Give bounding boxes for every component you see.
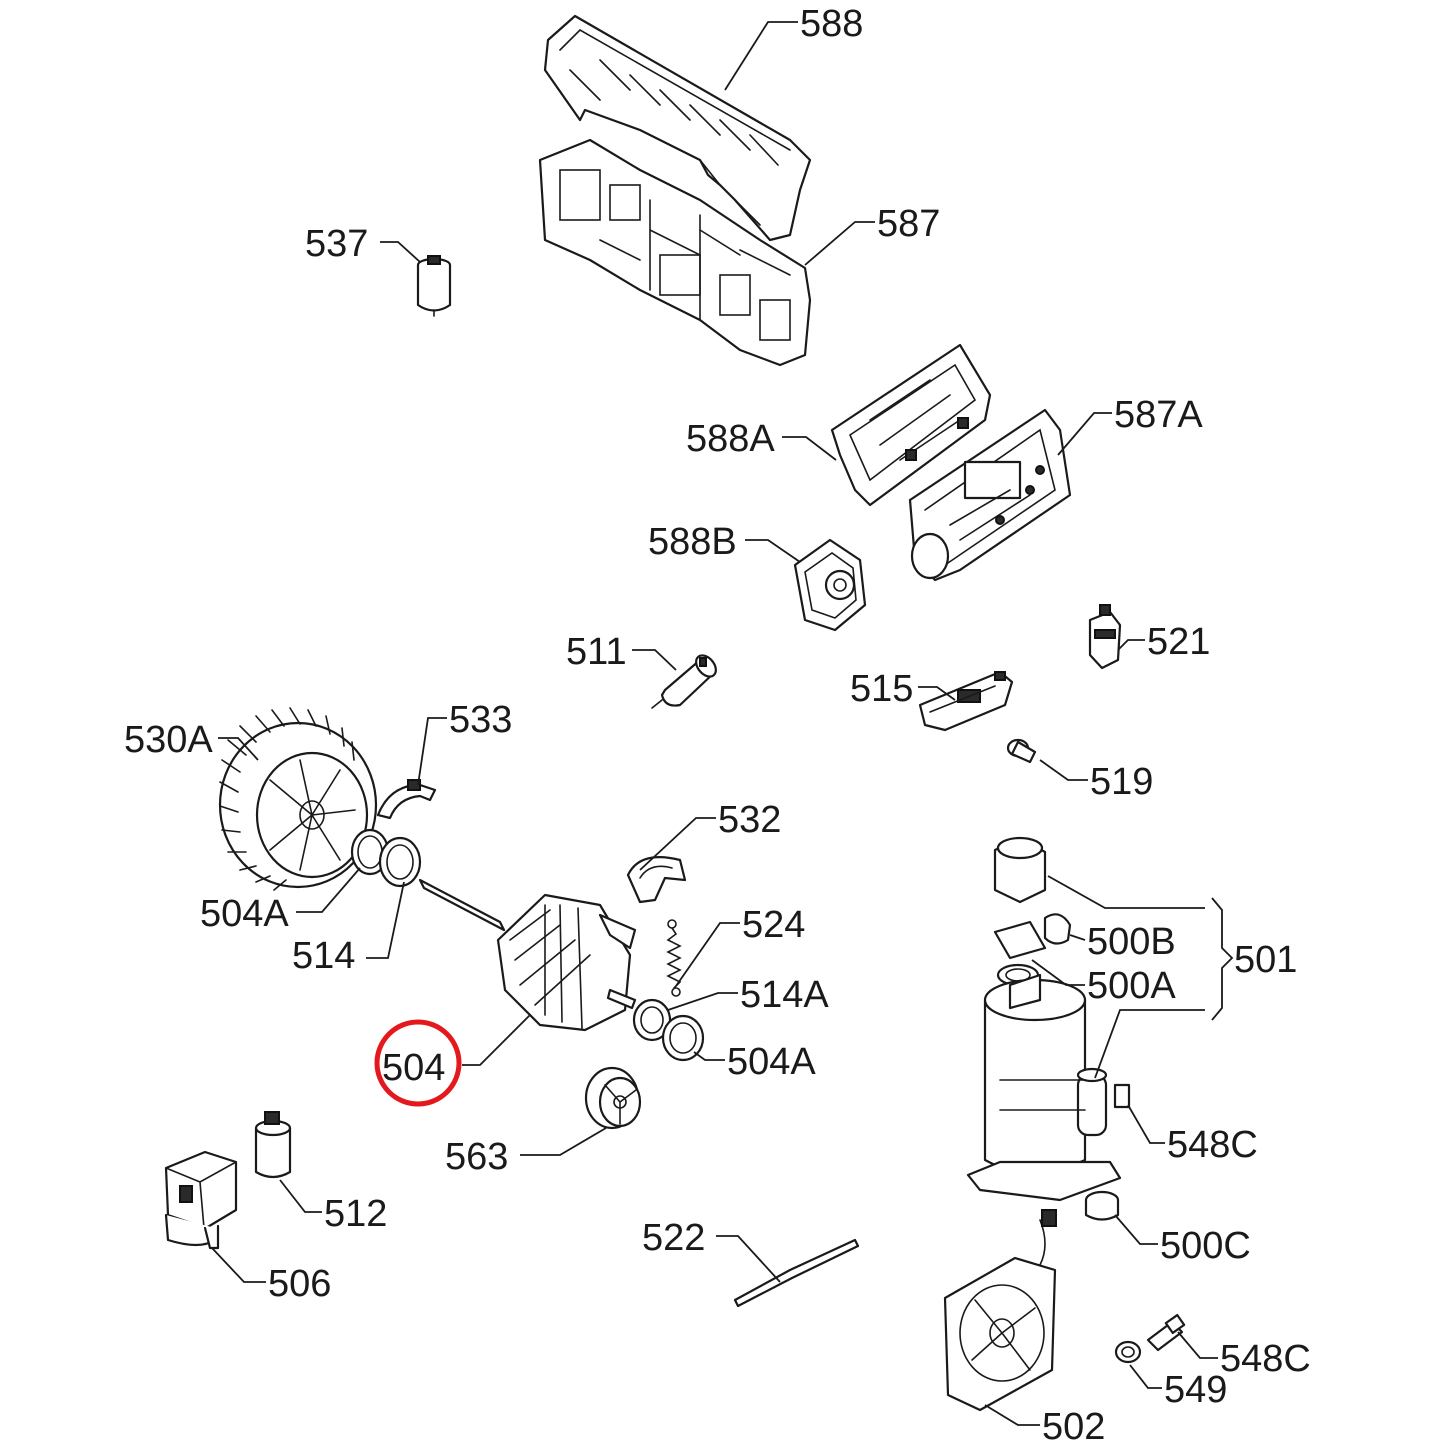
leader-514	[366, 881, 405, 959]
part-514-ring[interactable]	[378, 836, 422, 888]
highlight-circle	[374, 1019, 462, 1107]
part-500c-grommet[interactable]	[1084, 1190, 1120, 1221]
part-504-motor[interactable]	[418, 878, 637, 1032]
part-502-cooling-fan[interactable]	[943, 1209, 1057, 1412]
label-500b[interactable]: 500B	[1087, 921, 1176, 963]
part-524-spring[interactable]	[666, 919, 682, 997]
part-587a-subboard[interactable]	[908, 408, 1072, 582]
part-588-cover[interactable]	[543, 14, 812, 242]
label-502[interactable]: 502	[1042, 1406, 1105, 1445]
leader-533	[417, 717, 447, 786]
label-504[interactable]: 504	[382, 1047, 445, 1089]
label-537[interactable]: 537	[305, 223, 368, 265]
part-512-capacitor[interactable]	[254, 1111, 292, 1179]
label-549[interactable]: 549	[1164, 1369, 1227, 1411]
label-524[interactable]: 524	[742, 904, 805, 946]
leader-502	[984, 1404, 1040, 1426]
leader-524	[675, 922, 740, 987]
part-500b-valve[interactable]	[993, 836, 1072, 945]
part-563-pulley[interactable]	[584, 1066, 642, 1130]
label-533[interactable]: 533	[449, 699, 512, 741]
leader-588	[724, 21, 798, 91]
callout-labels: 588 587 537 588A 587A 588B 521 511 515 5…	[124, 3, 1311, 1445]
leader-511	[632, 649, 677, 671]
part-501-compressor[interactable]	[966, 973, 1131, 1202]
part-533-clamp[interactable]	[376, 779, 437, 820]
part-515-bracket[interactable]	[918, 670, 1014, 732]
leader-548c-upper	[1127, 1104, 1165, 1144]
label-519[interactable]: 519	[1090, 761, 1153, 803]
label-500c[interactable]: 500C	[1160, 1225, 1251, 1267]
leader-521	[1117, 639, 1145, 651]
label-522[interactable]: 522	[642, 1217, 705, 1259]
leader-501-comp	[1094, 1009, 1205, 1079]
label-563[interactable]: 563	[445, 1136, 508, 1178]
label-504a-left[interactable]: 504A	[200, 893, 289, 935]
label-548c-upper[interactable]: 548C	[1167, 1124, 1258, 1166]
part-549-cap[interactable]	[1114, 1340, 1142, 1364]
part-588a-frame[interactable]	[830, 343, 992, 507]
leader-500c	[1114, 1214, 1158, 1245]
part-548c-lower-fitting[interactable]	[1146, 1313, 1186, 1352]
part-504a-right-ring[interactable]	[661, 1014, 705, 1062]
part-537-capsule[interactable]	[416, 255, 452, 317]
leader-506	[211, 1247, 266, 1283]
label-587[interactable]: 587	[877, 203, 940, 245]
leader-515	[918, 686, 956, 701]
leader-549	[1129, 1364, 1162, 1389]
label-512[interactable]: 512	[324, 1193, 387, 1235]
leader-504	[462, 1014, 531, 1066]
leader-588a	[782, 436, 837, 461]
part-519-sensor[interactable]	[1006, 738, 1037, 764]
leader-501-brace	[1211, 897, 1234, 1021]
label-511[interactable]: 511	[566, 631, 627, 673]
label-504a-right[interactable]: 504A	[727, 1041, 816, 1083]
leader-500b-a	[1047, 875, 1205, 909]
leader-500b-b	[1069, 934, 1086, 941]
part-522-strip[interactable]	[733, 1238, 860, 1308]
leader-548c-lower	[1177, 1331, 1218, 1359]
leader-514a	[667, 992, 738, 1011]
label-588b[interactable]: 588B	[648, 521, 737, 563]
leader-530a	[218, 737, 259, 761]
part-530a-fan-wheel[interactable]	[218, 707, 378, 891]
part-532-cover[interactable]	[626, 856, 687, 904]
leader-522	[716, 1235, 781, 1283]
label-506[interactable]: 506	[268, 1263, 331, 1305]
label-514a[interactable]: 514A	[740, 974, 829, 1016]
leader-587	[804, 221, 875, 266]
label-515[interactable]: 515	[850, 668, 913, 710]
leader-504a-right	[693, 1051, 725, 1061]
leader-532	[639, 817, 716, 871]
part-587-board[interactable]	[538, 138, 812, 367]
label-514[interactable]: 514	[292, 935, 355, 977]
label-500a[interactable]: 500A	[1087, 965, 1176, 1007]
leader-512	[279, 1179, 322, 1213]
leader-587a	[1057, 412, 1112, 456]
label-521[interactable]: 521	[1147, 621, 1210, 663]
leader-588b	[745, 539, 801, 563]
part-511-cylinder[interactable]	[651, 652, 720, 709]
leader-504a-left	[296, 867, 361, 913]
leader-500a	[1031, 959, 1085, 986]
part-521-switch[interactable]	[1088, 604, 1122, 670]
leader-537	[380, 241, 421, 263]
leader-519	[1039, 759, 1088, 781]
part-588b-selector[interactable]	[793, 538, 867, 632]
leader-563	[520, 1127, 607, 1156]
leader-lines	[211, 21, 1234, 1426]
label-501[interactable]: 501	[1234, 939, 1297, 981]
label-532[interactable]: 532	[718, 799, 781, 841]
label-530a[interactable]: 530A	[124, 719, 213, 761]
label-588[interactable]: 588	[800, 3, 863, 45]
label-588a[interactable]: 588A	[686, 418, 775, 460]
label-548c-lower[interactable]: 548C	[1220, 1338, 1311, 1380]
label-587a[interactable]: 587A	[1114, 394, 1203, 436]
part-506-pump[interactable]	[164, 1150, 238, 1250]
